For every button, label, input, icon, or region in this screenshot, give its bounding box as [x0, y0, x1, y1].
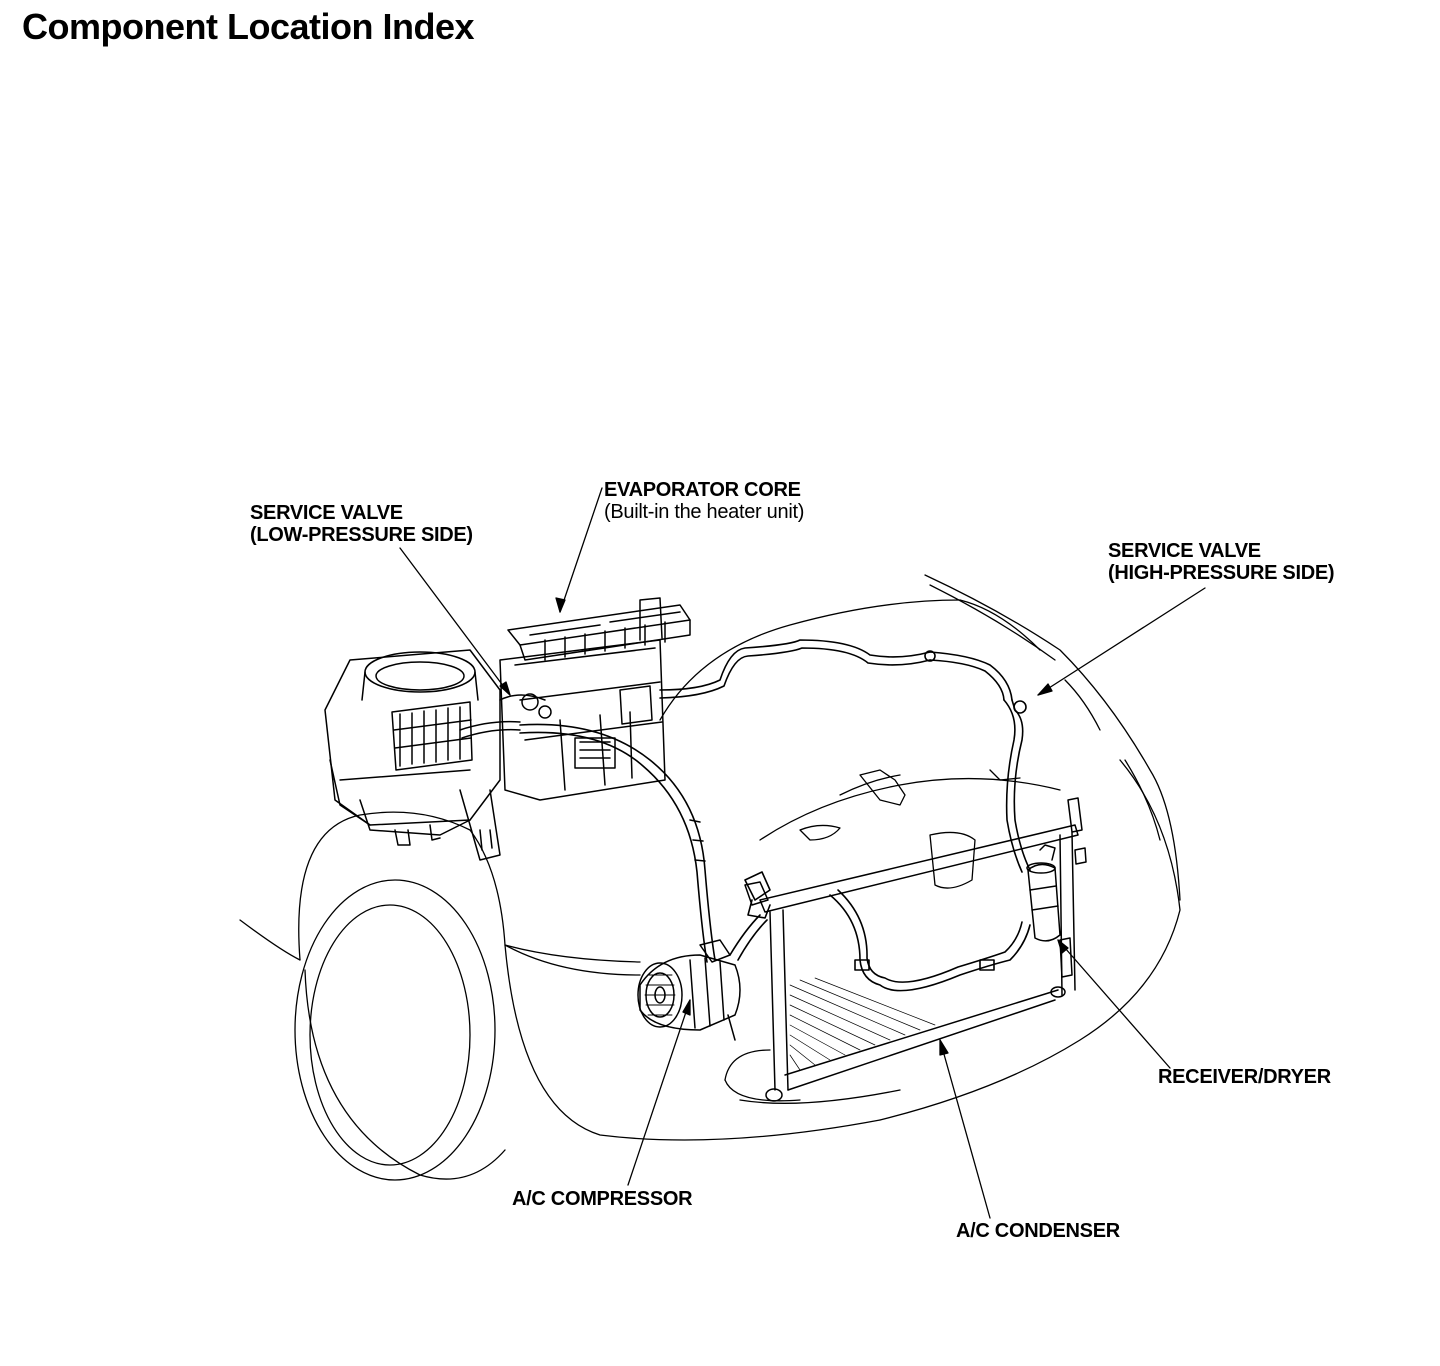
callout-service-valve-high: SERVICE VALVE (HIGH-PRESSURE SIDE)	[1108, 540, 1335, 584]
callout-ac-compressor-line1: A/C COMPRESSOR	[512, 1188, 693, 1210]
callout-service-valve-high-line2: (HIGH-PRESSURE SIDE)	[1108, 562, 1335, 584]
callout-receiver-dryer-line1: RECEIVER/DRYER	[1158, 1066, 1331, 1088]
callout-ac-compressor: A/C COMPRESSOR	[512, 1188, 693, 1210]
callout-service-valve-high-line1: SERVICE VALVE	[1108, 540, 1261, 562]
callout-service-valve-low-line2: (LOW-PRESSURE SIDE)	[250, 524, 473, 546]
heater-unit-assembly	[324, 597, 691, 861]
callout-leaders	[399, 487, 1206, 1219]
ac-condenser-drawing	[744, 797, 1087, 1102]
refrigerant-lines	[519, 639, 1031, 992]
callout-service-valve-low: SERVICE VALVE (LOW-PRESSURE SIDE)	[250, 502, 473, 546]
callout-receiver-dryer: RECEIVER/DRYER	[1158, 1066, 1331, 1088]
callout-ac-condenser-line1: A/C CONDENSER	[956, 1220, 1120, 1242]
callout-service-valve-low-line1: SERVICE VALVE	[250, 502, 403, 524]
page-title: Component Location Index	[22, 6, 475, 47]
ac-compressor-drawing	[637, 939, 741, 1041]
callout-evaporator-core-line1: EVAPORATOR CORE	[604, 479, 801, 501]
callout-evaporator-core-line2: (Built-in the heater unit)	[604, 501, 805, 523]
callout-ac-condenser: A/C CONDENSER	[956, 1220, 1120, 1242]
car-body-outline	[239, 574, 1181, 1181]
callout-evaporator-core: EVAPORATOR CORE (Built-in the heater uni…	[604, 479, 804, 523]
receiver-dryer-drawing	[1026, 844, 1061, 942]
